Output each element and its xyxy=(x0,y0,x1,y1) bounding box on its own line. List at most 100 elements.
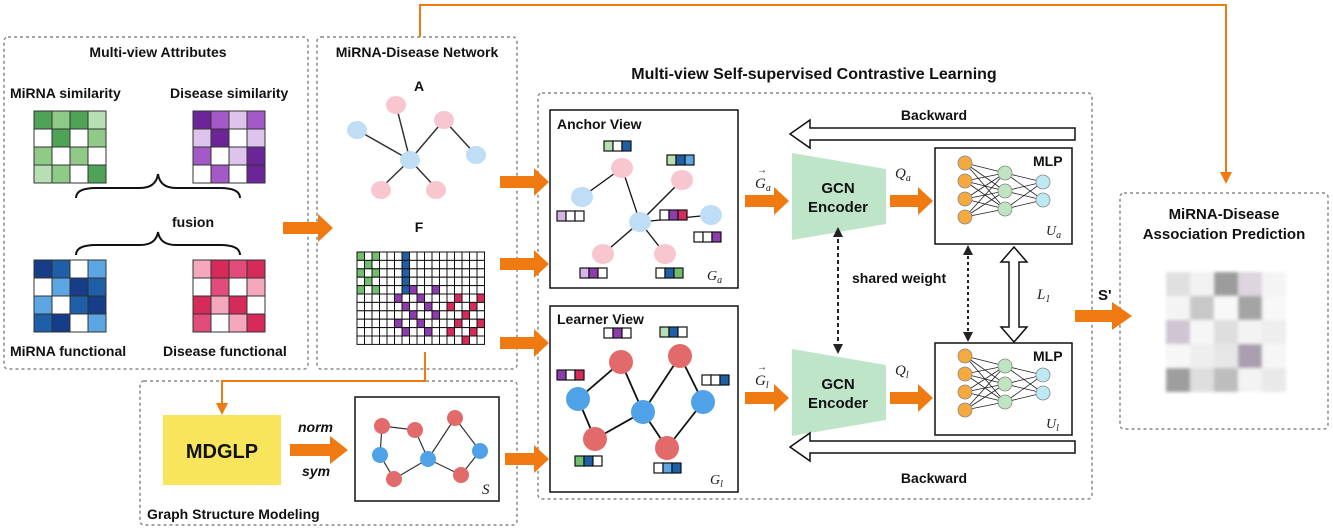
mlp-node xyxy=(997,201,1013,217)
backward-bottom-arrow xyxy=(788,431,1076,463)
prediction-cell xyxy=(1166,320,1190,344)
feature-cell xyxy=(476,268,485,278)
matrix-cell xyxy=(69,110,89,130)
feature-cell xyxy=(371,310,380,320)
feature-cell xyxy=(371,285,380,295)
prediction-cell xyxy=(1166,344,1190,368)
feature-cell xyxy=(371,293,380,303)
feature-cell xyxy=(364,318,373,329)
feature-cell xyxy=(401,276,410,287)
feature-cell xyxy=(364,310,373,320)
feature-cell xyxy=(401,310,410,320)
feature-cell xyxy=(364,293,373,303)
feature-cell xyxy=(454,318,463,329)
mlp-node xyxy=(957,155,973,171)
feature-cell xyxy=(379,335,388,345)
prediction-cell xyxy=(1214,320,1238,344)
feature-bar-cell xyxy=(612,140,623,152)
feature-cell xyxy=(409,259,418,270)
feature-matrix-icon xyxy=(356,251,485,345)
feature-cell xyxy=(416,293,425,303)
feature-cell xyxy=(356,251,365,261)
feature-cell xyxy=(394,293,403,303)
feature-cell xyxy=(461,293,470,303)
matrix-cell xyxy=(210,164,230,184)
feature-cell xyxy=(439,259,448,270)
feature-cell xyxy=(386,301,395,312)
prediction-title-line1: MiRNA-Disease xyxy=(1169,206,1280,223)
matrix-cell xyxy=(192,146,212,166)
prediction-cell xyxy=(1190,272,1214,296)
feature-bar-cell xyxy=(583,455,594,467)
feature-cell xyxy=(439,301,448,312)
feature-cell xyxy=(476,318,485,329)
feature-cell xyxy=(476,293,485,303)
feature-cell xyxy=(371,251,380,261)
feature-cell xyxy=(401,268,410,278)
feature-f-label: F xyxy=(415,219,424,235)
feature-cell xyxy=(439,310,448,320)
feature-bar-cell xyxy=(659,209,670,221)
feature-cell xyxy=(431,293,440,303)
feature-cell xyxy=(446,318,455,329)
mlp-node xyxy=(1035,174,1051,190)
feature-cell xyxy=(469,327,478,337)
feature-cell xyxy=(371,268,380,278)
matrix-cell xyxy=(87,313,107,333)
mlp-node xyxy=(957,366,973,382)
prediction-cell xyxy=(1166,368,1190,392)
feature-cell xyxy=(364,285,373,295)
feature-cell xyxy=(371,301,380,312)
mlp-node xyxy=(1035,367,1051,383)
feature-bar-cell xyxy=(668,209,679,221)
s-to-learner-arrow xyxy=(505,445,549,473)
disease-similarity-label: Disease similarity xyxy=(170,85,289,101)
feature-cell xyxy=(461,318,470,329)
feature-bar-cell xyxy=(673,267,684,279)
feature-cell xyxy=(379,310,388,320)
mlp-bottom-label: MLP xyxy=(1033,348,1063,364)
feature-cell xyxy=(416,327,425,337)
matrix-cell xyxy=(228,295,248,315)
feature-cell xyxy=(386,259,395,270)
mlp-node xyxy=(997,183,1013,199)
matrix-cell xyxy=(246,259,266,279)
feature-cell xyxy=(446,285,455,295)
feature-cell xyxy=(401,335,410,345)
matrix-cell xyxy=(87,146,107,166)
feature-cell xyxy=(394,327,403,337)
structure-panel xyxy=(139,380,518,526)
feature-cell xyxy=(439,318,448,329)
graph-a-label: A xyxy=(414,78,424,94)
matrix-cell xyxy=(33,313,53,333)
feature-cell xyxy=(469,251,478,261)
prediction-cell xyxy=(1262,368,1286,392)
norm-sym-arrow xyxy=(290,436,348,464)
mirna-similarity-label: MiRNA similarity xyxy=(10,85,121,101)
feature-cell xyxy=(469,293,478,303)
mlp-node xyxy=(997,358,1013,374)
disease-functional-matrix xyxy=(192,259,266,333)
mlp-node xyxy=(997,394,1013,410)
feature-cell xyxy=(461,276,470,287)
mlp-node xyxy=(997,165,1013,181)
feature-cell xyxy=(446,268,455,278)
matrix-cell xyxy=(192,164,212,184)
feature-cell xyxy=(424,285,433,295)
feature-cell xyxy=(476,310,485,320)
feature-cell xyxy=(416,268,425,278)
norm-label: norm xyxy=(298,419,333,435)
feature-cell xyxy=(454,268,463,278)
feature-bar-cell xyxy=(612,327,623,339)
matrix-cell xyxy=(51,128,71,148)
feature-cell xyxy=(446,335,455,345)
feature-cell xyxy=(371,276,380,287)
s-prime-label: S' xyxy=(1098,287,1112,304)
feature-cell xyxy=(409,301,418,312)
feature-cell xyxy=(416,259,425,270)
ul-symbol: Ul xyxy=(1046,417,1059,434)
feature-bar-cell xyxy=(662,462,673,474)
feature-cell xyxy=(439,268,448,278)
ga-input-symbol: Ga xyxy=(755,176,771,194)
